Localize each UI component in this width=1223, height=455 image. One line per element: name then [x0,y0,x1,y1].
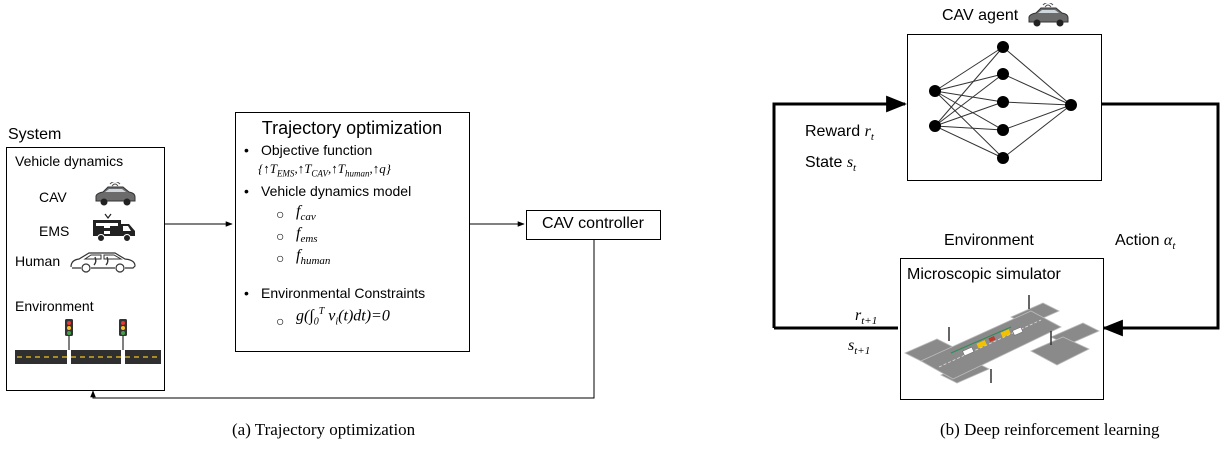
vehicle-dynamics-label: Vehicle dynamics [15,153,124,169]
sketch-car-icon [70,252,136,273]
dynamics-model-label: Vehicle dynamics model [261,183,412,199]
cav-controller-label: CAV controller [542,215,644,232]
neural-network-diagram [929,41,1077,164]
microscopic-simulator-box: Microscopic simulator [900,258,1104,400]
circle-bullet: ○ [276,313,285,329]
f-cav-formula: fcav [296,203,316,224]
agent-action-arrow [1101,102,1220,337]
cav-controller-box: CAV controller [526,210,661,240]
objective-formula-rendered: {↑TEMS,↑TCAV,↑Thuman,↑q} [258,161,391,179]
trajectory-optimization-box: Trajectory optimization • Objective func… [235,112,470,352]
f-human-formula: fhuman [296,247,331,268]
system-box: Vehicle dynamics CAV EMS Human Environme… [6,147,165,391]
circle-bullet: ○ [276,228,285,244]
environment-label: Environment [15,298,94,314]
state-rendered: State st [805,154,857,175]
caption-b: (b) Deep reinforcement learning [940,420,1160,439]
simulator-label: Microscopic simulator [907,266,1061,283]
state-to-agent-arrow [772,95,908,328]
f-ems-formula: fems [296,225,318,246]
objective-function-label: Objective function [261,142,373,158]
bullet-dot: • [244,285,249,301]
environment-label-b: Environment [944,232,1034,249]
ems-label: EMS [39,223,70,239]
bullet-dot: • [244,183,249,199]
controller-feedback-arrow [90,240,595,399]
action-rendered: Action αt [1115,232,1176,253]
constraints-label: Environmental Constraints [261,285,426,301]
cav-agent-label: CAV agent [942,7,1019,24]
objective-formula: {↑TEMS,↑TCAV,↑Thuman,↑q} [258,161,391,179]
constraint-formula: g(∫0T vi(t)dt)=0 [296,306,390,328]
car-icon [1028,3,1069,27]
caption-a: (a) Trajectory optimization [232,420,416,439]
reward-label: Reward rt [805,123,874,143]
car-icon [95,182,136,206]
human-label: Human [15,253,61,269]
cav-label: CAV [39,189,67,205]
bullet-dot: • [244,142,249,158]
r-next-label: rt+1 [855,307,878,328]
cav-agent-box [907,34,1102,181]
circle-bullet: ○ [276,206,285,222]
circle-bullet: ○ [276,250,285,266]
state-label: State st [805,154,856,174]
system-label: System [8,126,62,143]
reward-rendered: Reward rt [805,123,874,144]
road-with-traffic-lights-icon [15,319,161,366]
trajectory-title: Trajectory optimization [261,118,443,138]
action-label: Action αt [1115,232,1175,252]
intersection-scene [904,295,1100,384]
ambulance-icon [93,213,135,242]
s-next-label: st+1 [848,337,871,358]
